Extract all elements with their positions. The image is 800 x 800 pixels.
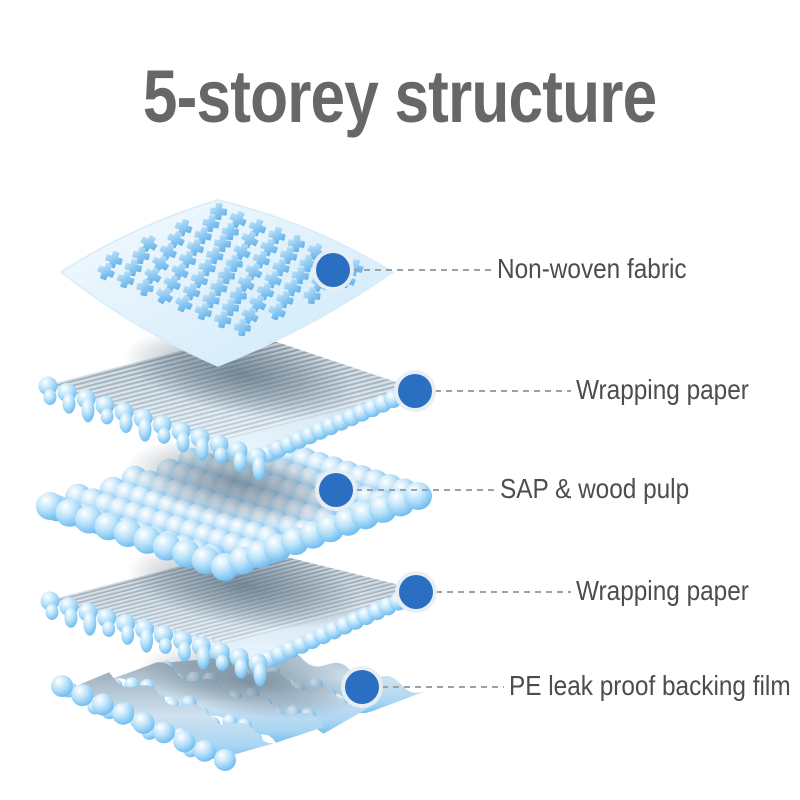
drip-bump	[233, 451, 247, 472]
drip-bump	[196, 644, 210, 670]
drip-bump	[83, 610, 97, 636]
drip-bump	[62, 393, 76, 414]
layer-graphic-pe-backing-film	[51, 644, 426, 771]
drip-bump	[234, 658, 248, 679]
dot-marker-pe-backing-film	[345, 670, 379, 704]
drip-bump	[195, 436, 209, 462]
page-title: 5-storey structure	[0, 54, 800, 139]
cast-shadow	[123, 329, 357, 419]
drip-bump	[177, 641, 191, 662]
drip-bump	[64, 607, 78, 628]
film-front-bump	[51, 675, 73, 697]
drip-bump	[214, 447, 228, 464]
drip-bump	[253, 661, 267, 687]
layer-graphic-non-woven-fabric	[59, 199, 395, 367]
drip-bump	[100, 408, 114, 425]
layer-label-pe-backing-film: PE leak proof backing film	[509, 670, 791, 702]
layer-label-wrapping-paper-top: Wrapping paper	[576, 374, 749, 406]
film-front-bump	[152, 721, 175, 744]
drip-bump	[81, 397, 95, 423]
film-wave-tube	[58, 672, 275, 760]
dot-marker-sap-wood-pulp	[319, 473, 353, 507]
layer-graphic-wrapping-paper-top	[38, 329, 423, 481]
layer-graphic-wrapping-paper-bottom	[40, 543, 429, 687]
pulp-ball-front	[404, 482, 432, 510]
drip-bump	[121, 624, 135, 645]
film-front-bump	[91, 693, 114, 716]
callout-markers	[312, 249, 571, 708]
drip-bump	[102, 620, 116, 637]
page-title-text: 5-storey structure	[143, 55, 657, 138]
drip-bump	[45, 604, 59, 620]
drip-bump	[252, 455, 266, 481]
film-front-bump	[193, 739, 216, 762]
film-front-bump	[173, 730, 196, 753]
drip-bump	[157, 427, 171, 444]
layer-label-sap-wood-pulp: SAP & wood pulp	[500, 473, 690, 505]
cast-shadow	[127, 439, 349, 527]
film-front-bump	[71, 684, 94, 707]
cast-shadow	[138, 644, 362, 720]
layer-graphic-sap-wood-pulp	[36, 429, 432, 581]
drip-bump	[43, 389, 57, 405]
dot-marker-wrapping-paper-bottom	[399, 575, 433, 609]
drip-bump	[119, 412, 133, 434]
dot-marker-wrapping-paper-top	[398, 374, 432, 408]
film-front-bump	[112, 702, 135, 725]
drip-bump	[138, 416, 152, 442]
drip-bump	[140, 627, 154, 653]
layer-label-non-woven-fabric: Non-woven fabric	[497, 253, 687, 285]
layer-label-wrapping-paper-bottom: Wrapping paper	[576, 575, 749, 607]
film-front-bump	[214, 749, 236, 771]
drip-bump	[158, 637, 172, 654]
film-front-bump	[132, 712, 155, 734]
drip-bump	[215, 654, 229, 671]
drip-bump	[176, 431, 190, 453]
dot-marker-non-woven-fabric	[316, 253, 350, 287]
